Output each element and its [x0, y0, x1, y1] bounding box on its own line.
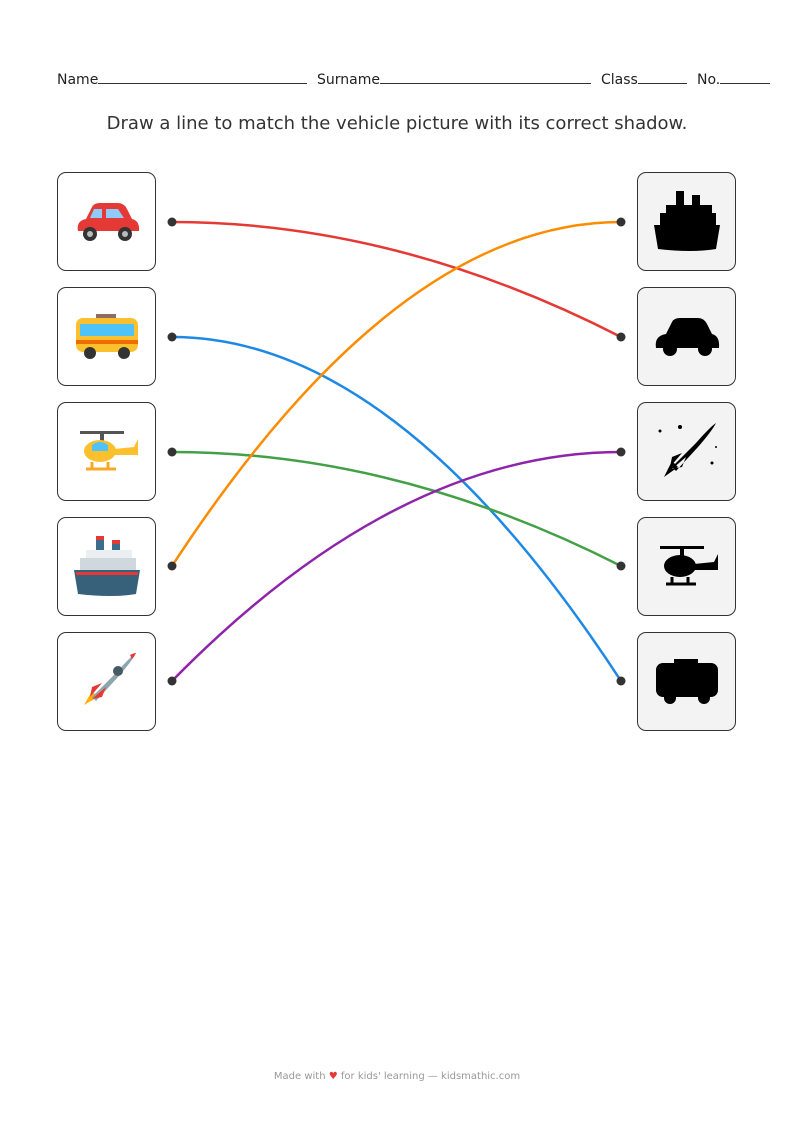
instruction: Draw a line to match the vehicle picture…	[106, 113, 688, 134]
surname-label: Surname	[317, 72, 380, 88]
class-label: Class	[601, 72, 638, 88]
class-field[interactable]: Class	[601, 69, 687, 88]
match-line	[171, 450, 622, 568]
helicopter-shadow-icon	[659, 545, 718, 585]
picture-ship	[57, 517, 156, 616]
shadow-helicopter	[637, 517, 736, 616]
picture-bus	[57, 287, 156, 386]
rocket-icon	[83, 652, 136, 705]
bus-icon	[75, 313, 138, 359]
class-line[interactable]	[637, 69, 687, 84]
match-line	[171, 335, 623, 682]
helicopter-icon	[79, 430, 138, 470]
right-dot[interactable]	[616, 217, 626, 227]
name-label: Name	[57, 72, 99, 88]
right-dot[interactable]	[616, 332, 626, 342]
left-dot[interactable]	[167, 217, 177, 227]
left-dot[interactable]	[167, 332, 177, 342]
left-dot[interactable]	[167, 561, 177, 571]
right-dot[interactable]	[616, 676, 626, 686]
right-dot[interactable]	[616, 447, 626, 457]
name-field[interactable]: Name	[57, 69, 308, 88]
match-line	[171, 450, 622, 682]
picture-car	[57, 172, 156, 271]
car-shadow-icon	[655, 317, 719, 356]
picture-rocket	[57, 632, 156, 731]
shadow-rocket	[637, 402, 736, 501]
footer-text-before: Made with	[273, 1071, 326, 1082]
footer-text-after: for kids' learning — kidsmathic.com	[340, 1071, 521, 1082]
shadow-car	[637, 287, 736, 386]
match-line	[171, 220, 622, 339]
heart-icon: ♥	[328, 1071, 338, 1082]
shadow-ship	[637, 172, 736, 271]
bus-shadow-icon	[655, 658, 718, 704]
left-dot[interactable]	[167, 447, 177, 457]
number-field[interactable]: No.	[697, 69, 771, 88]
shadow-bus	[637, 632, 736, 731]
surname-line[interactable]	[379, 69, 591, 84]
footer: Made with ♥ for kids' learning — kidsmat…	[0, 1071, 794, 1082]
car-icon	[77, 202, 139, 241]
rocket-shadow-icon	[658, 422, 717, 477]
name-line[interactable]	[98, 69, 308, 84]
ship-shadow-icon	[653, 190, 720, 251]
number-label: No.	[697, 72, 721, 88]
surname-field[interactable]: Surname	[317, 69, 591, 88]
left-dot[interactable]	[167, 676, 177, 686]
picture-helicopter	[57, 402, 156, 501]
ship-icon	[73, 535, 140, 596]
number-line[interactable]	[720, 69, 771, 84]
match-line	[170, 220, 622, 567]
right-dot[interactable]	[616, 561, 626, 571]
